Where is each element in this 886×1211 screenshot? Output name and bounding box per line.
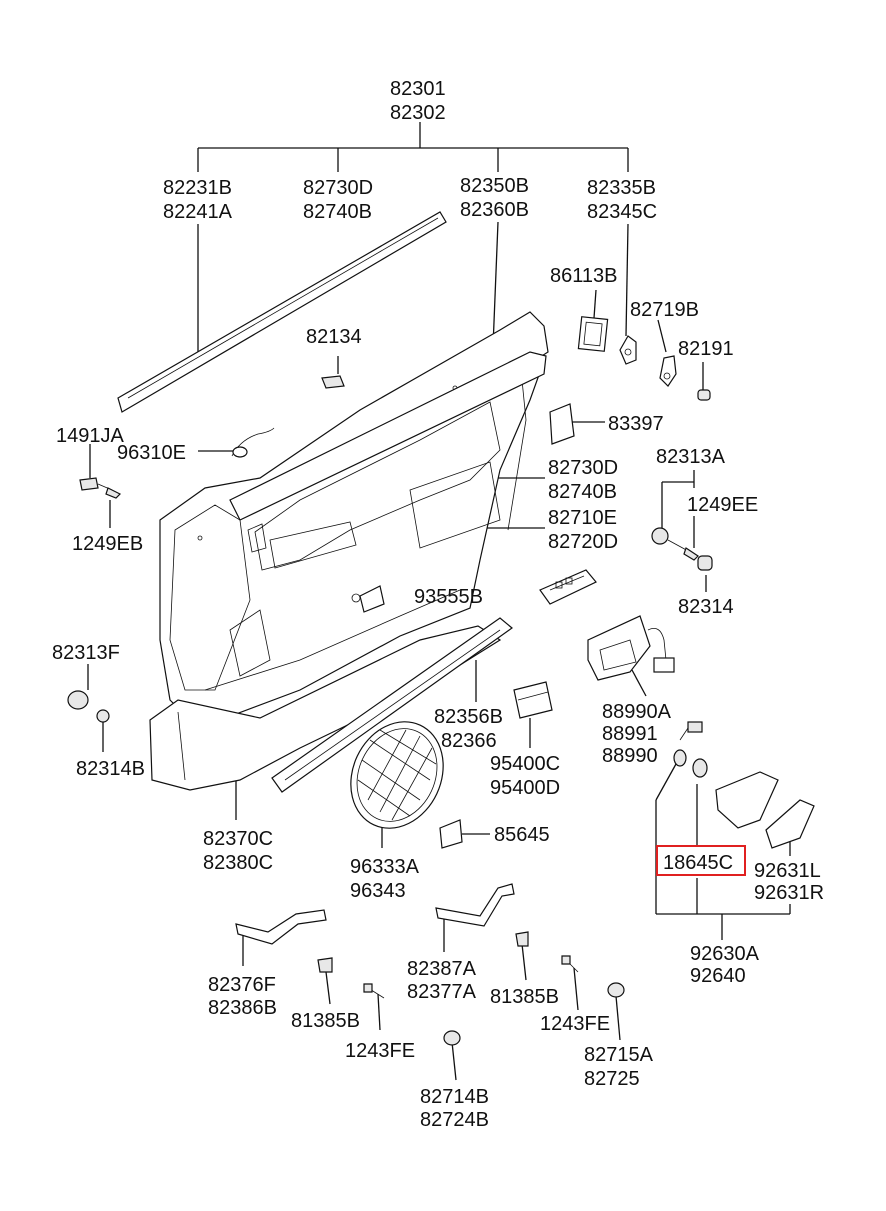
label-82241A: 82241A [163, 201, 233, 223]
cover-83397 [549, 403, 575, 445]
highlight-box [656, 845, 746, 876]
label-83397: 83397 [608, 413, 664, 435]
label-82719B: 82719B [630, 299, 699, 321]
label-82335B: 82335B [587, 177, 656, 199]
escutcheon-86113B [577, 316, 609, 352]
lock-actuator-88990A [587, 615, 675, 681]
grommet-82715A [607, 982, 625, 998]
label-82724B: 82724B [420, 1109, 489, 1131]
bracket-93555B [351, 585, 385, 613]
label-1243FE-right: 1243FE [540, 1013, 610, 1035]
label-82386B: 82386B [208, 997, 277, 1019]
label-95400D: 95400D [490, 777, 560, 799]
label-1249EB: 1249EB [72, 533, 143, 555]
label-82380C: 82380C [203, 852, 273, 874]
label-82714B: 82714B [420, 1086, 489, 1108]
label-92631L: 92631L [754, 860, 821, 882]
handle-82335B [619, 335, 637, 365]
connector-88991 [673, 721, 703, 767]
label-95400C: 95400C [490, 753, 560, 775]
label-82376F: 82376F [208, 974, 276, 996]
label-82710E: 82710E [548, 507, 617, 529]
handle-82719B [659, 355, 677, 387]
reflector-85645 [439, 819, 463, 849]
upper-garnish-rail [229, 351, 547, 521]
label-82387A: 82387A [407, 958, 477, 980]
clip-82314 [697, 555, 713, 571]
label-82730D-top: 82730D [303, 177, 373, 199]
clip-82191 [697, 389, 711, 401]
label-92640: 92640 [690, 965, 746, 987]
label-82350B: 82350B [460, 175, 529, 197]
label-82366: 82366 [441, 730, 497, 752]
label-81385B-left: 81385B [291, 1010, 360, 1032]
screw-1243FE-right [561, 955, 579, 973]
small-clip-82134 [321, 375, 345, 389]
lower-moulding-strip [271, 617, 513, 793]
label-1243FE-left: 1243FE [345, 1040, 415, 1062]
fastener-82313F [67, 690, 89, 710]
label-82740B-top: 82740B [303, 201, 372, 223]
bracket-82387A [435, 883, 515, 927]
label-82302: 82302 [390, 102, 446, 124]
label-82314-right: 82314 [678, 596, 734, 618]
fastener-82313A [651, 527, 699, 561]
label-82720D: 82720D [548, 531, 618, 553]
clip-82314B [96, 709, 110, 723]
label-82370C: 82370C [203, 828, 273, 850]
lamp-housing [715, 771, 815, 849]
label-92630A: 92630A [690, 943, 760, 965]
label-85645: 85645 [494, 824, 550, 846]
grommet-82714B [443, 1030, 461, 1046]
label-82231B: 82231B [163, 177, 232, 199]
label-82377A: 82377A [407, 981, 477, 1003]
label-82313F: 82313F [52, 642, 120, 664]
module-95400C [513, 681, 553, 719]
label-82740B-mid: 82740B [548, 481, 617, 503]
belt-moulding-strip [117, 211, 447, 413]
clip-81385B-right [515, 931, 529, 947]
screw-1491JA [79, 477, 122, 499]
label-82725: 82725 [584, 1068, 640, 1090]
label-96333A: 96333A [350, 856, 420, 878]
label-88991: 88991 [602, 723, 658, 745]
bulb-18645C [692, 758, 708, 778]
screw-1243FE-left [363, 983, 385, 999]
window-switch [539, 569, 597, 605]
label-1249EE: 1249EE [687, 494, 758, 516]
label-82301: 82301 [390, 78, 446, 100]
label-82345C: 82345C [587, 201, 657, 223]
label-88990A: 88990A [602, 701, 672, 723]
label-82134: 82134 [306, 326, 362, 348]
label-18645C: 18645C [663, 852, 733, 874]
label-86113B: 86113B [550, 265, 617, 287]
cable-96310E [231, 427, 275, 458]
label-82715A: 82715A [584, 1044, 654, 1066]
label-82314B: 82314B [76, 758, 145, 780]
bracket-82376F [235, 909, 327, 945]
label-82313A: 82313A [656, 446, 726, 468]
leader-lines [87, 122, 791, 1081]
label-88990: 88990 [602, 745, 658, 767]
label-93555B: 93555B [414, 586, 483, 608]
clip-81385B-left [317, 957, 333, 973]
label-82191: 82191 [678, 338, 734, 360]
label-82360B: 82360B [460, 199, 529, 221]
part-labels: 82301 82302 82231B 82241A 82730D 82740B … [52, 78, 824, 1131]
label-92631R: 92631R [754, 882, 824, 904]
speaker-grille [350, 721, 444, 829]
label-82730D-mid: 82730D [548, 457, 618, 479]
label-82356B: 82356B [434, 706, 503, 728]
label-81385B-right: 81385B [490, 986, 559, 1008]
label-1491JA: 1491JA [56, 425, 124, 447]
label-96343: 96343 [350, 880, 406, 902]
label-96310E: 96310E [117, 442, 186, 464]
